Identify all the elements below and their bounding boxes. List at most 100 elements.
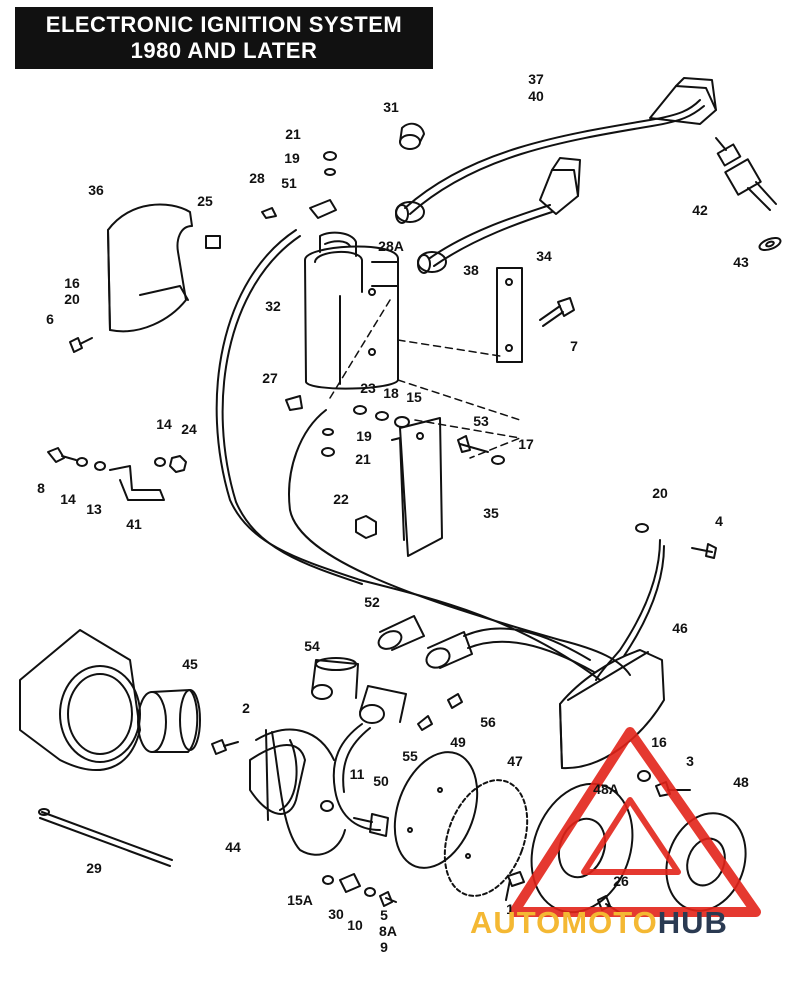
coil-wire-right bbox=[288, 409, 631, 676]
cap-31 bbox=[399, 122, 425, 150]
washer-10 bbox=[364, 887, 376, 897]
grommet-11 bbox=[320, 800, 334, 812]
part-label-43: 43 bbox=[733, 254, 749, 270]
screw-2 bbox=[211, 739, 239, 755]
part-label-41: 41 bbox=[126, 516, 142, 532]
screw-5 bbox=[379, 891, 397, 907]
part-label-52: 52 bbox=[364, 594, 380, 610]
part-label-8A: 8A bbox=[379, 923, 397, 939]
watermark-text-hub: HUB bbox=[657, 905, 728, 940]
part-label-36: 36 bbox=[88, 182, 104, 198]
plug-55 bbox=[417, 715, 433, 731]
part-label-7: 7 bbox=[570, 338, 578, 354]
spark-boot-top bbox=[649, 85, 717, 125]
watermark-triangle bbox=[509, 727, 761, 917]
bolt-8 bbox=[47, 447, 77, 463]
bolt-6 bbox=[69, 337, 93, 353]
washer-15 bbox=[394, 416, 410, 428]
part-label-1: 1 bbox=[506, 901, 514, 917]
bolt-7 bbox=[539, 297, 575, 327]
washer-19-lower bbox=[322, 428, 334, 436]
spark-plug-wire-long bbox=[404, 99, 701, 209]
part-label-16b: 16 bbox=[651, 734, 667, 750]
ring-45 bbox=[137, 689, 201, 753]
part-label-53: 53 bbox=[473, 413, 489, 429]
spark-plug-wire-long-inner bbox=[409, 105, 705, 215]
stud-53 bbox=[457, 435, 489, 453]
connector-54 bbox=[311, 657, 407, 831]
watermark-text-automoto: AUTOMOTO bbox=[470, 905, 658, 940]
part-label-51: 51 bbox=[281, 175, 297, 191]
part-label-2: 2 bbox=[242, 700, 250, 716]
spark-boot-short bbox=[539, 169, 579, 215]
washer-18 bbox=[375, 411, 389, 421]
part-label-22: 22 bbox=[333, 491, 349, 507]
cable-strap-29 bbox=[39, 811, 173, 867]
part-label-28: 28 bbox=[249, 170, 265, 186]
part-label-54: 54 bbox=[304, 638, 320, 654]
part-label-14a: 14 bbox=[156, 416, 172, 432]
nut-22 bbox=[355, 515, 377, 539]
part-label-4: 4 bbox=[715, 513, 723, 529]
part-label-9: 9 bbox=[380, 939, 388, 955]
terminal-51 bbox=[309, 199, 337, 219]
washer-43 bbox=[758, 236, 782, 252]
part-label-27: 27 bbox=[262, 370, 278, 386]
part-label-21b: 21 bbox=[355, 451, 371, 467]
part-label-44: 44 bbox=[225, 839, 241, 855]
spark-plug-42 bbox=[715, 137, 777, 211]
title-line-2: 1980 AND LATER bbox=[130, 38, 318, 63]
part-label-26: 26 bbox=[613, 873, 629, 889]
diagram-title-banner: ELECTRONIC IGNITION SYSTEM 1980 AND LATE… bbox=[15, 7, 433, 69]
washer-17 bbox=[491, 455, 505, 465]
washer-19-top bbox=[324, 168, 336, 176]
part-label-8: 8 bbox=[37, 480, 45, 496]
clip-28 bbox=[261, 207, 277, 219]
part-label-46: 46 bbox=[672, 620, 688, 636]
washer-16 bbox=[637, 770, 651, 782]
ground-wire bbox=[595, 539, 661, 681]
part-label-56: 56 bbox=[480, 714, 496, 730]
part-label-23: 23 bbox=[360, 380, 376, 396]
connector-52 bbox=[377, 615, 595, 673]
part-label-48A: 48A bbox=[593, 781, 619, 797]
part-label-20b: 20 bbox=[652, 485, 668, 501]
part-label-49: 49 bbox=[450, 734, 466, 750]
spark-plug-wire-short bbox=[429, 204, 551, 259]
part-label-11: 11 bbox=[349, 766, 365, 782]
washer-14-right bbox=[154, 457, 166, 467]
cover-plate-49 bbox=[393, 751, 479, 869]
washer-20-right bbox=[635, 523, 649, 533]
bracket-34 bbox=[496, 267, 523, 363]
nut-24 bbox=[169, 455, 187, 473]
part-label-42: 42 bbox=[692, 202, 708, 218]
part-label-30: 30 bbox=[328, 906, 344, 922]
part-label-17: 17 bbox=[518, 436, 534, 452]
part-label-35: 35 bbox=[483, 505, 499, 521]
bracket-35 bbox=[391, 417, 443, 557]
part-label-16a: 16 bbox=[64, 275, 80, 291]
clip-27 bbox=[285, 395, 303, 411]
part-label-55: 55 bbox=[402, 748, 418, 764]
part-label-15: 15 bbox=[406, 389, 422, 405]
coil-mount-dashed-line bbox=[329, 299, 521, 459]
part-label-40: 40 bbox=[528, 88, 544, 104]
part-label-48: 48 bbox=[733, 774, 749, 790]
ignition-coil-32 bbox=[304, 231, 399, 390]
part-label-29: 29 bbox=[86, 860, 102, 876]
gasket-47 bbox=[443, 779, 529, 897]
clamp-30 bbox=[339, 873, 361, 893]
clip-25 bbox=[205, 235, 221, 249]
part-label-50: 50 bbox=[373, 773, 389, 789]
part-label-37: 37 bbox=[528, 71, 544, 87]
part-label-32: 32 bbox=[265, 298, 281, 314]
nut-21-top bbox=[323, 151, 337, 161]
part-label-31: 31 bbox=[383, 99, 399, 115]
washer-15A bbox=[322, 875, 334, 885]
part-label-28A: 28A bbox=[378, 238, 404, 254]
ignition-module-46 bbox=[559, 649, 665, 770]
part-label-10: 10 bbox=[347, 917, 363, 933]
screw-1 bbox=[505, 871, 525, 901]
bracket-41 bbox=[109, 465, 165, 501]
screw-4 bbox=[691, 543, 717, 559]
